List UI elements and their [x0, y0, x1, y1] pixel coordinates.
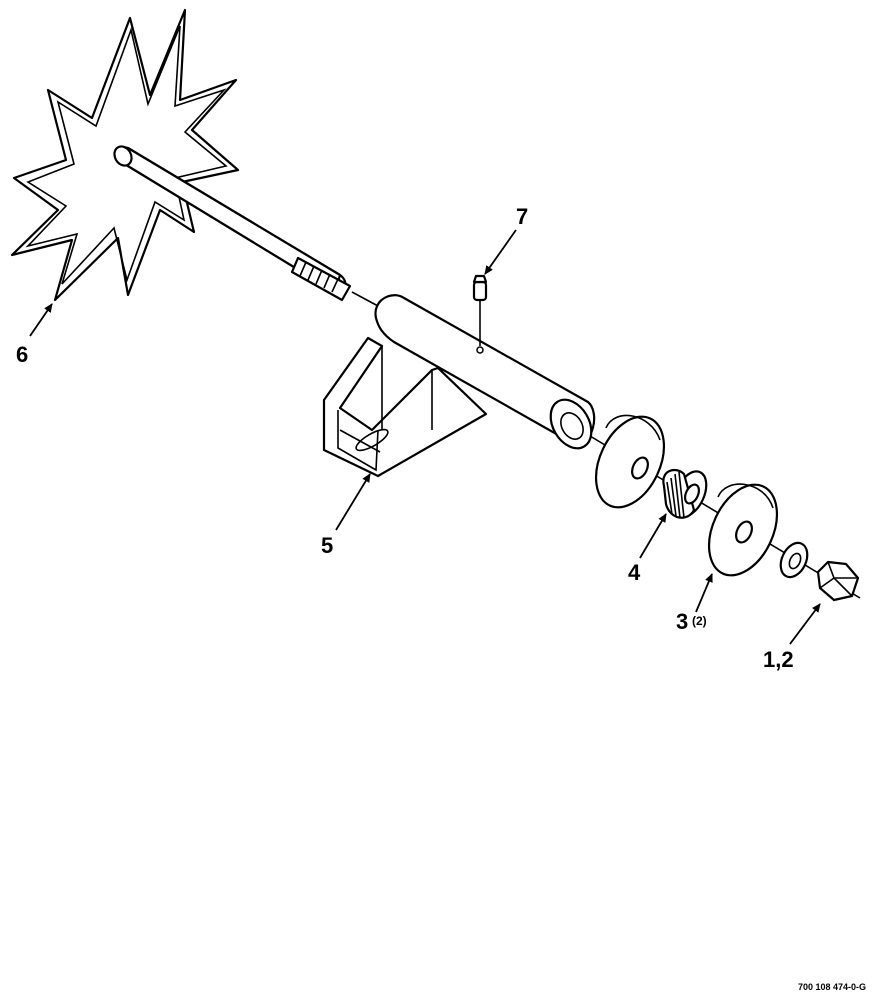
- callout-4: 4: [628, 560, 641, 585]
- flat-washer-icon-2: [707, 483, 779, 577]
- leader-7: [484, 229, 517, 275]
- callout-7: 7: [516, 204, 528, 229]
- star-wheel-shaft-icon: [10, 8, 379, 307]
- leader-arrows: [29, 229, 821, 645]
- callout-3: 3: [676, 609, 688, 634]
- callout-3-quantity: (2): [692, 614, 707, 628]
- leader-1-2: [789, 603, 821, 645]
- leader-6: [29, 303, 53, 337]
- knurled-bushing-icon: [662, 468, 708, 519]
- leader-3: [695, 573, 713, 613]
- figure-number: 700 108 474-0-G: [798, 982, 866, 992]
- leader-4: [639, 513, 667, 559]
- callout-1-2: 1,2: [763, 647, 794, 672]
- leader-5: [335, 473, 371, 531]
- callout-5: 5: [321, 533, 333, 558]
- flat-washer-icon: [594, 414, 666, 509]
- callout-6: 6: [16, 342, 28, 367]
- grease-fitting-icon: [472, 274, 488, 346]
- bracket-with-tube-icon: [322, 294, 596, 478]
- hex-nut-and-lock-washer-icon: [779, 541, 860, 602]
